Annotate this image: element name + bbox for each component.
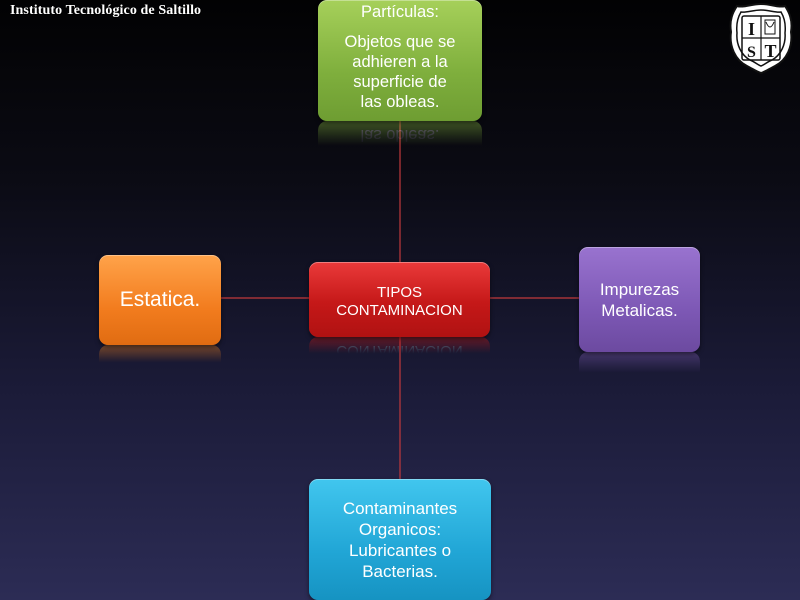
contaminantes-line-4: Bacterias. — [362, 561, 438, 581]
center-reflection-line-2: CONTAMINACION — [336, 342, 463, 359]
impurezas-line-1: Impurezas — [599, 279, 680, 299]
particulas-line-3: superficie de — [353, 72, 447, 91]
particulas-line-4: las obleas. — [360, 92, 440, 111]
node-impurezas-metalicas: Impurezas Metalicas. — [579, 247, 700, 352]
contaminantes-line-2: Organicos: — [358, 519, 442, 539]
institution-logo: I T S — [729, 2, 793, 74]
impurezas-reflection — [579, 352, 700, 390]
center-line-1: TIPOS — [376, 283, 422, 301]
logo-letter-s: S — [747, 44, 756, 61]
particulas-line-1: Objetos que se — [344, 32, 456, 51]
particulas-reflection: las obleas. — [318, 121, 482, 166]
impurezas-line-2: Metalicas. — [601, 300, 678, 320]
estatica-reflection — [99, 345, 221, 377]
estatica-label: Estatica. — [119, 288, 201, 311]
contaminantes-line-3: Lubricantes o — [348, 540, 452, 560]
node-contaminantes-organicos: Contaminantes Organicos: Lubricantes o B… — [309, 479, 491, 600]
node-particulas: Partículas: Objetos que se adhieren a la… — [318, 0, 482, 121]
contaminantes-line-1: Contaminantes — [342, 498, 458, 518]
center-line-2: CONTAMINACION — [336, 301, 463, 319]
institution-title: Instituto Tecnológico de Saltillo — [10, 3, 202, 18]
node-tipos-contaminacion: TIPOS CONTAMINACION — [309, 262, 490, 337]
logo-letter-t: T — [764, 41, 776, 61]
center-reflection: CONTAMINACION — [309, 337, 490, 367]
particulas-reflection-line-4: las obleas. — [360, 126, 440, 144]
particulas-line-2: adhieren a la — [352, 52, 448, 71]
logo-letter-i: I — [748, 19, 755, 39]
particulas-title: Partículas: — [361, 2, 439, 21]
node-estatica: Estatica. — [99, 255, 221, 345]
